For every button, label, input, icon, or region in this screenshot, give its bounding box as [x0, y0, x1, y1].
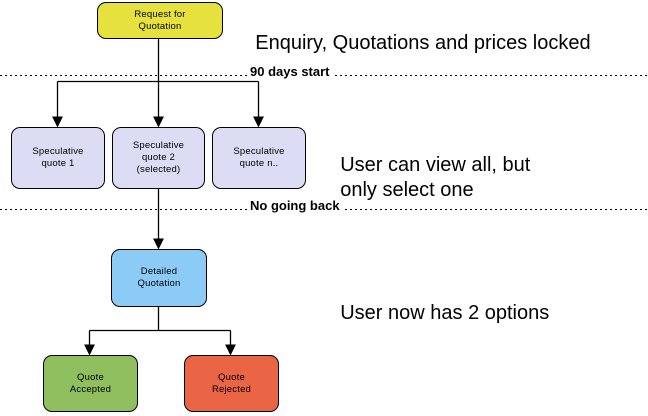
speculative-quote-n-line-2: quote n.. [239, 158, 279, 169]
phase-label-no-going-back: No going back [248, 198, 342, 213]
speculative-quote-n-line-1: Speculative [233, 146, 285, 157]
annotation-two-options: User now has 2 options [318, 276, 549, 351]
quote-rejected-node[interactable]: Quote Rejected [184, 355, 279, 412]
annotation-view-all-select-one: User can view all, but only select one [318, 128, 530, 228]
annotation-enquiry-locked-line-1: Enquiry, Quotations and prices locked [255, 32, 591, 54]
quote-accepted-node[interactable]: Quote Accepted [43, 355, 138, 412]
speculative-quote-2-line-3: (selected) [136, 164, 181, 175]
annotation-enquiry-locked: Enquiry, Quotations and prices locked [233, 6, 591, 81]
speculative-quote-2-line-2: quote 2 [141, 152, 176, 163]
quote-accepted-line-1: Quote [77, 371, 104, 383]
annotation-view-all-select-one-line-1: User can view all, but [340, 154, 531, 176]
request-for-quotation-line-2: Quotation [138, 20, 182, 32]
speculative-quote-1-node[interactable]: Speculative quote 1 [11, 127, 105, 189]
speculative-quote-2-line-1: Speculative [132, 140, 185, 151]
speculative-quote-1-line-1: Speculative [32, 146, 84, 157]
request-for-quotation-line-1: Request for [134, 8, 186, 20]
speculative-quote-n-node[interactable]: Speculative quote n.. [212, 127, 306, 189]
detailed-quotation-node[interactable]: Detailed Quotation [111, 249, 207, 307]
quote-rejected-line-1: Quote [218, 371, 245, 383]
request-for-quotation-node[interactable]: Request for Quotation [97, 2, 223, 39]
quote-accepted-line-2: Accepted [69, 383, 112, 395]
detailed-quotation-line-1: Detailed [140, 266, 178, 277]
speculative-quote-1-line-2: quote 1 [41, 158, 75, 169]
annotation-two-options-line-1: User now has 2 options [340, 302, 550, 324]
quote-rejected-line-2: Rejected [211, 383, 252, 395]
annotation-view-all-select-one-line-2: only select one [340, 179, 474, 201]
speculative-quote-2-node[interactable]: Speculative quote 2 (selected) [112, 127, 205, 189]
phase-label-90-days-start: 90 days start [248, 64, 332, 79]
detailed-quotation-line-2: Quotation [137, 278, 181, 289]
